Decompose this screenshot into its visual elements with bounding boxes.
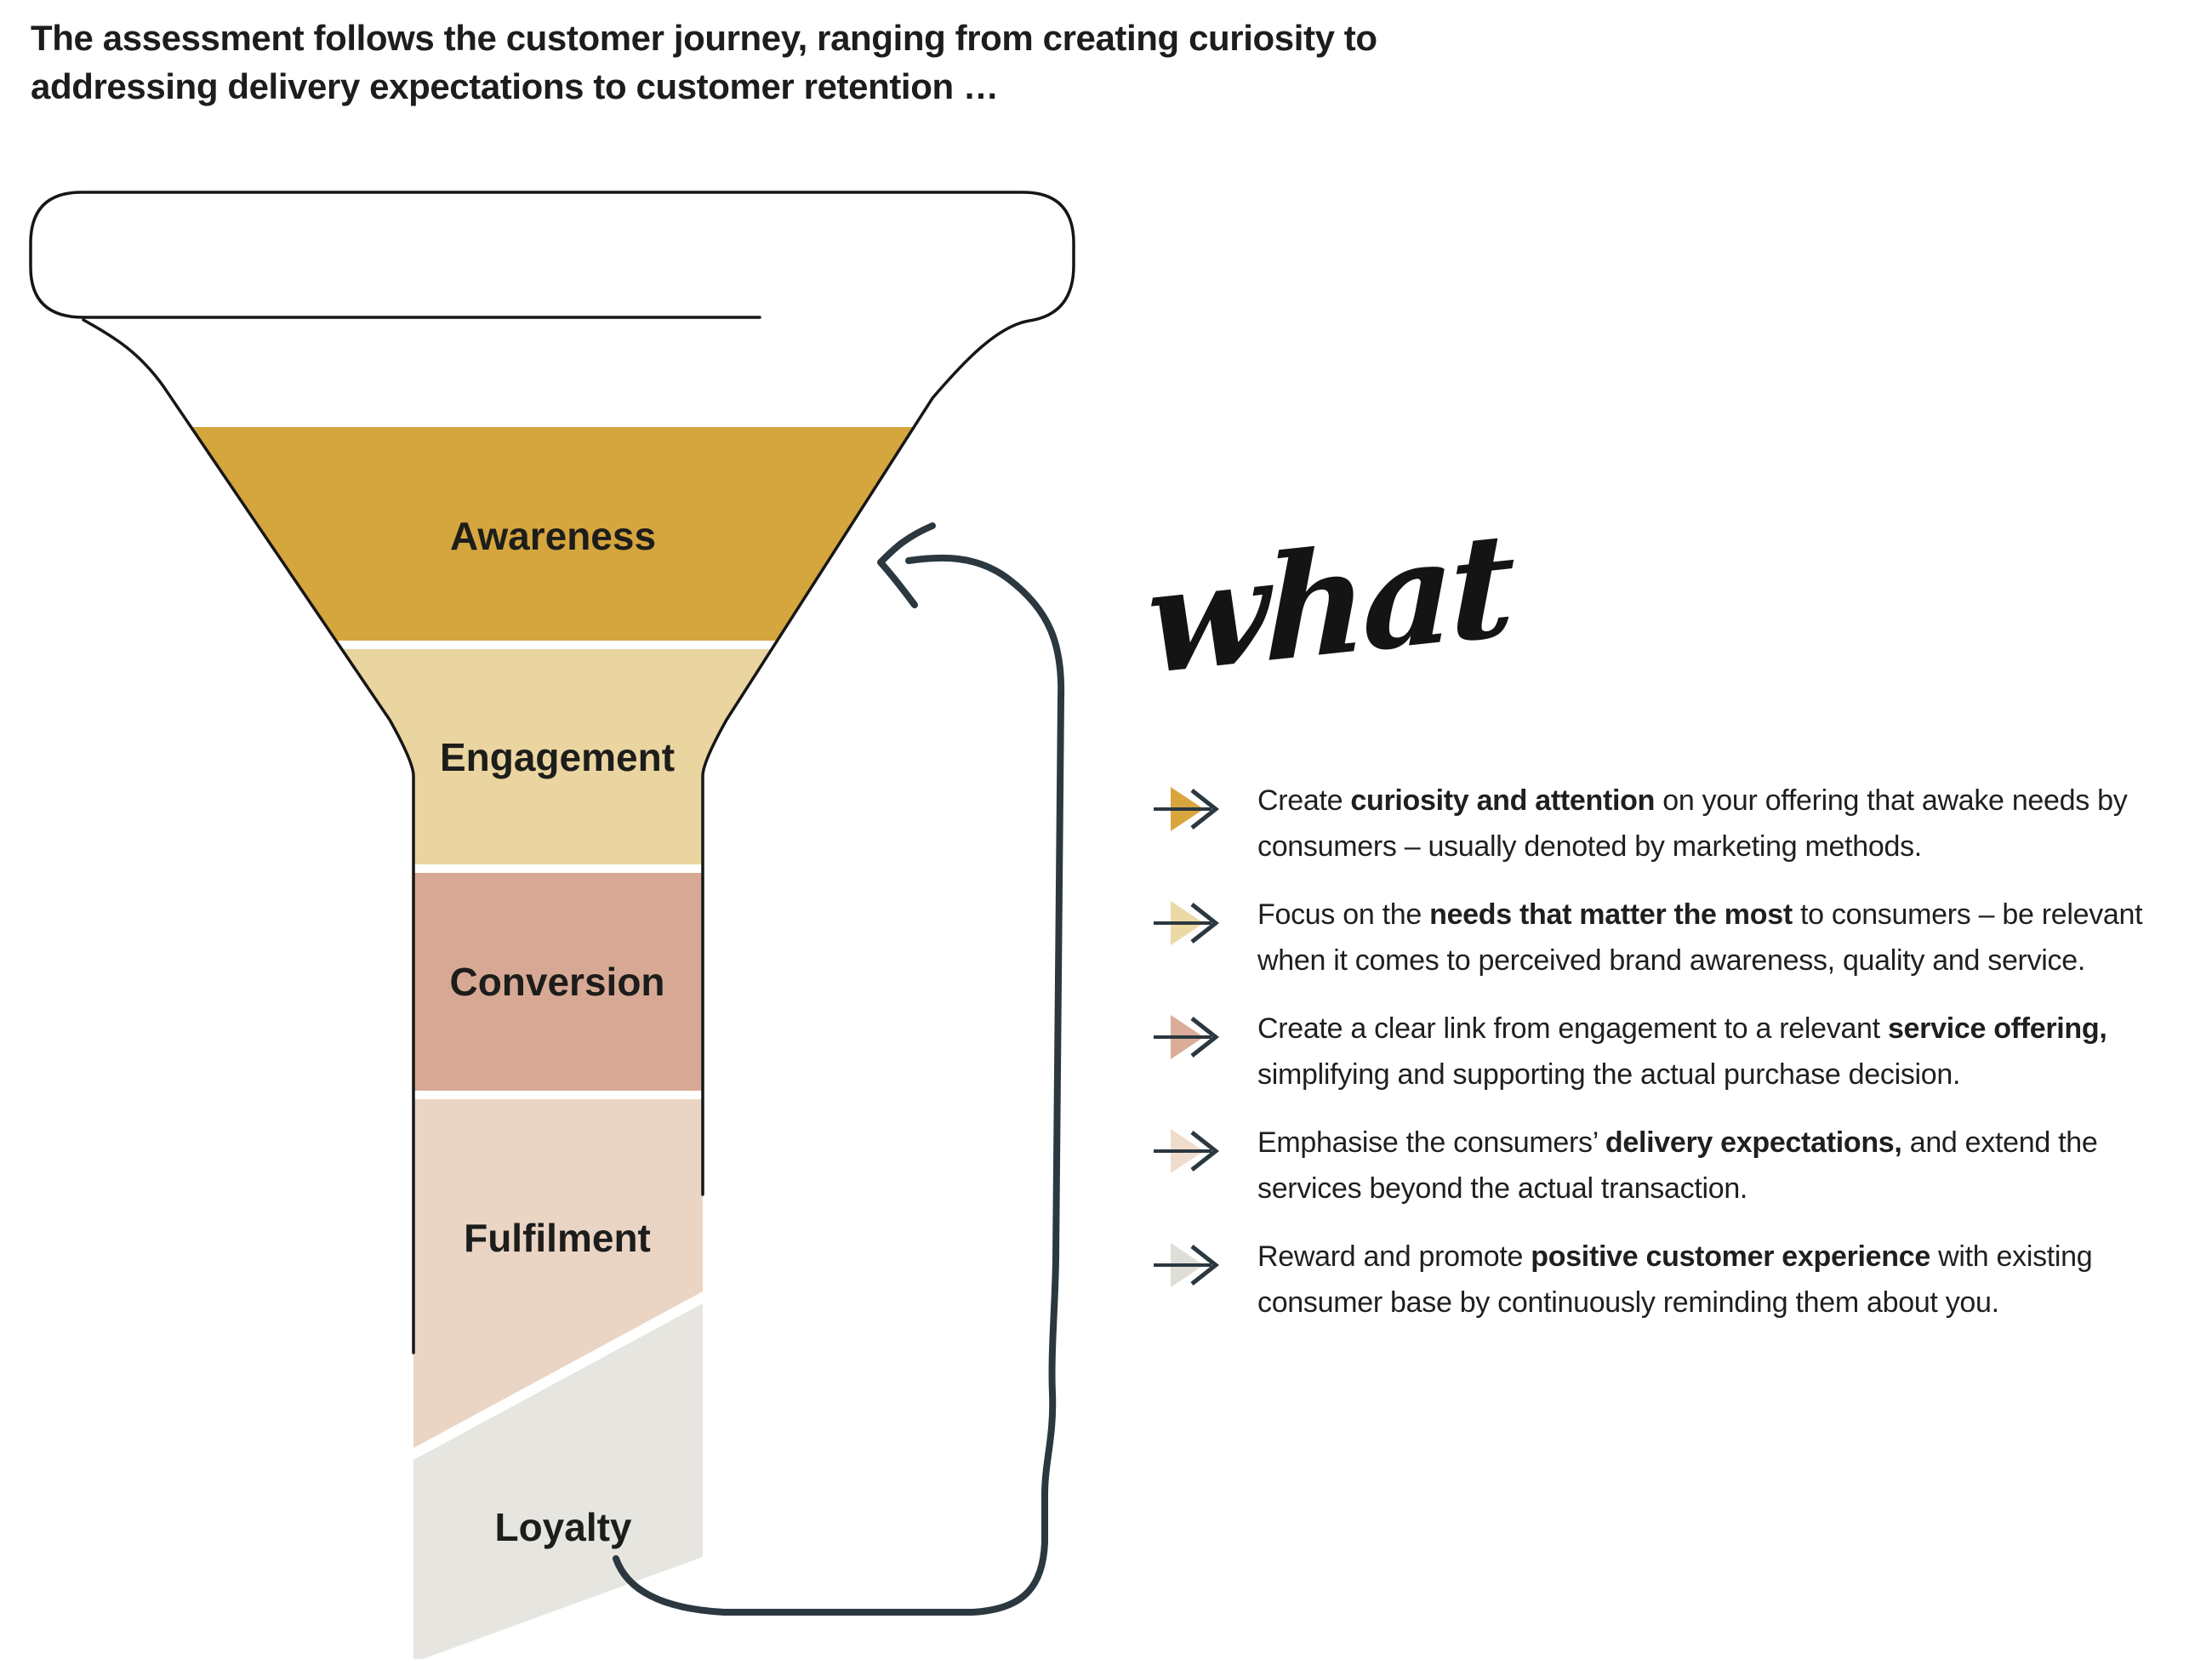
stage-label-loyalty: Loyalty (494, 1505, 631, 1549)
loop-arrow (613, 554, 1065, 1616)
funnel-stage-fulfilment (413, 1099, 703, 1448)
what-heading: what (1147, 499, 1510, 708)
stage-label-awareness: Awareness (450, 514, 656, 558)
funnel-stage-awareness (191, 427, 913, 641)
arrow-icon-awareness (1154, 787, 1220, 831)
stage-label-fulfilment: Fulfilment (464, 1216, 651, 1260)
bullet-text: Create curiosity and attention on your o… (1257, 784, 2128, 863)
bullet-text: Emphasise the consumers’ delivery expect… (1257, 1126, 2098, 1205)
funnel-stage-engagement (342, 649, 772, 864)
loop-arrowhead-icon (877, 522, 936, 608)
arrow-icon-fulfilment (1154, 1129, 1220, 1173)
stage-label-engagement: Engagement (440, 735, 675, 779)
bullet-text: Focus on the needs that matter the most … (1257, 898, 2143, 977)
arrow-icon-engagement (1154, 901, 1220, 945)
page-title: The assessment follows the customer jour… (31, 18, 1377, 106)
arrow-icon-loyalty (1154, 1243, 1220, 1287)
funnel-outline-left (82, 318, 415, 1354)
stage-label-conversion: Conversion (449, 960, 664, 1004)
funnel-stage-conversion (413, 873, 703, 1091)
arrow-icon-conversion (1154, 1015, 1220, 1059)
funnel-stage-loyalty (413, 1303, 703, 1659)
funnel-outline-right (29, 191, 1075, 1196)
bullet-text: Create a clear link from engagement to a… (1257, 1012, 2107, 1091)
bullet-text: Reward and promote positive customer exp… (1257, 1240, 2093, 1319)
